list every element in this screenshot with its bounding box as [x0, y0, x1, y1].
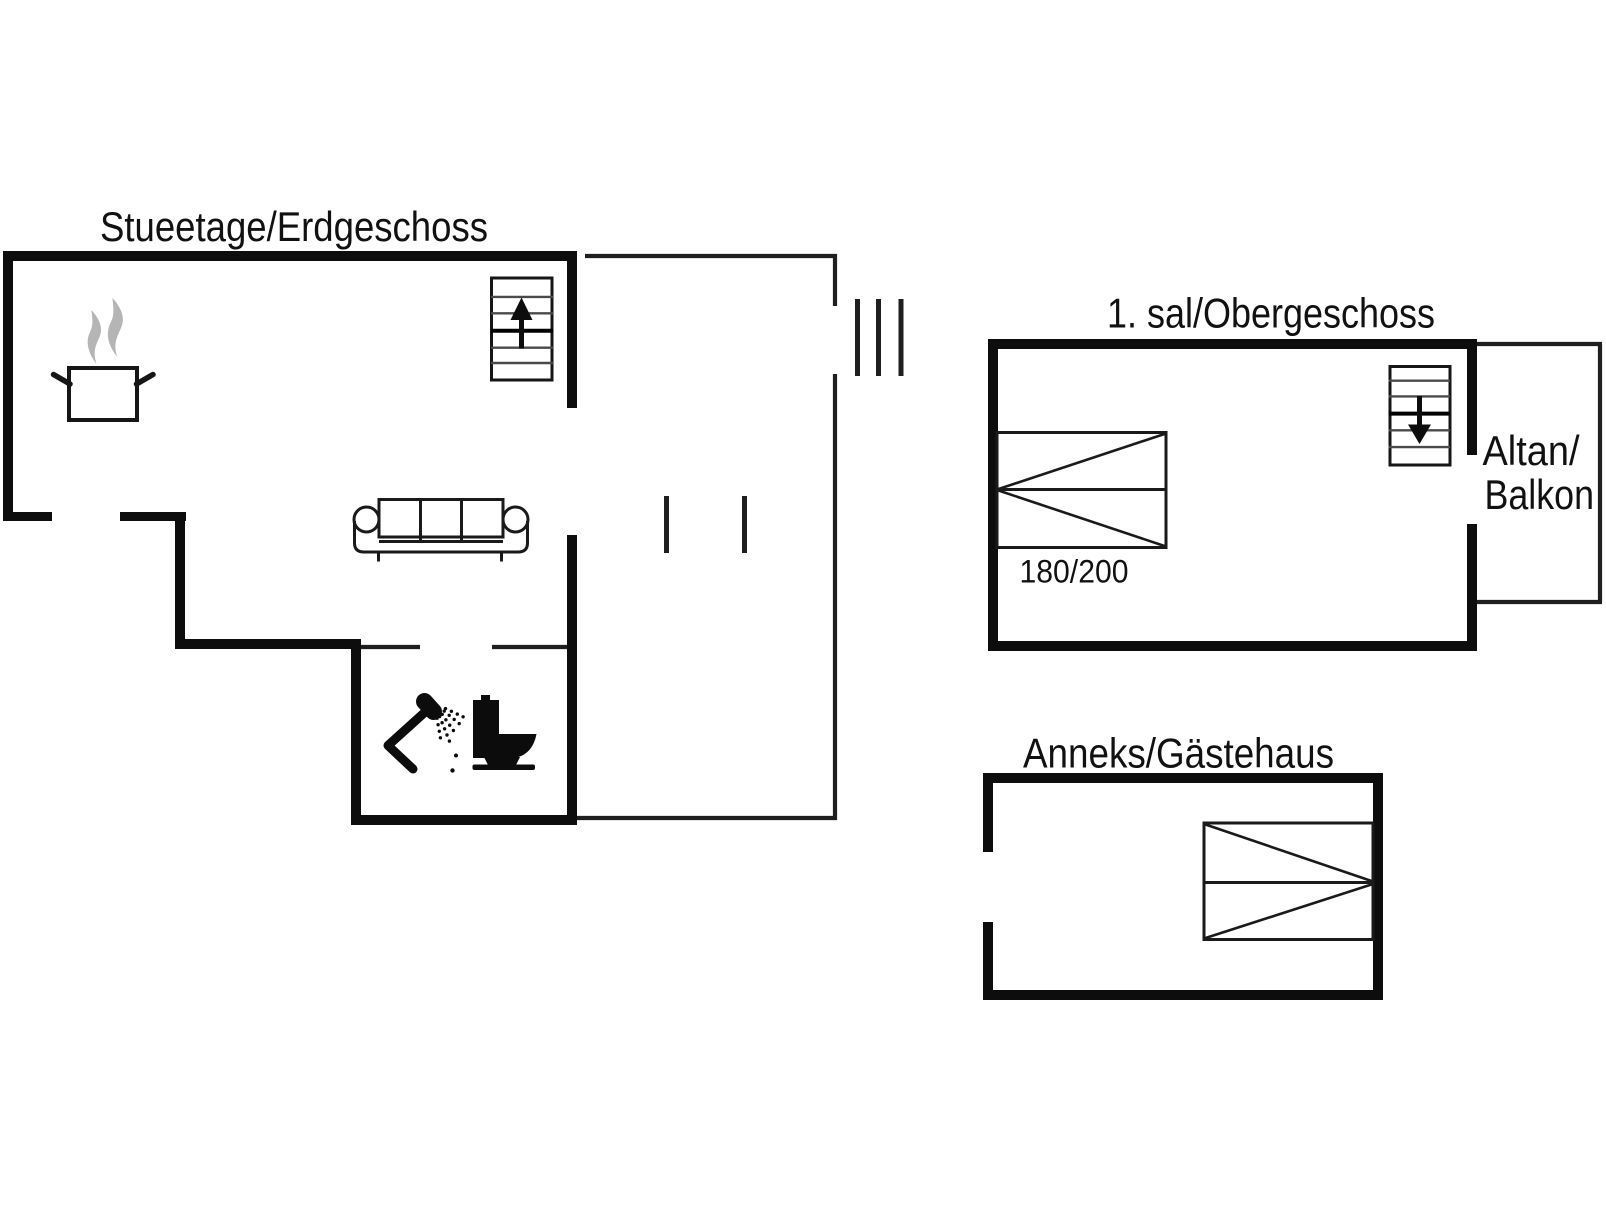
svg-text:Stueetage/Erdgeschoss: Stueetage/Erdgeschoss [100, 203, 488, 250]
svg-text:1. sal/Obergeschoss: 1. sal/Obergeschoss [1107, 290, 1435, 337]
svg-text:Altan/: Altan/ [1483, 427, 1580, 474]
svg-text:Anneks/Gästehaus: Anneks/Gästehaus [1023, 730, 1334, 777]
svg-text:Balkon: Balkon [1485, 471, 1595, 518]
svg-text:180/200: 180/200 [1020, 554, 1129, 590]
